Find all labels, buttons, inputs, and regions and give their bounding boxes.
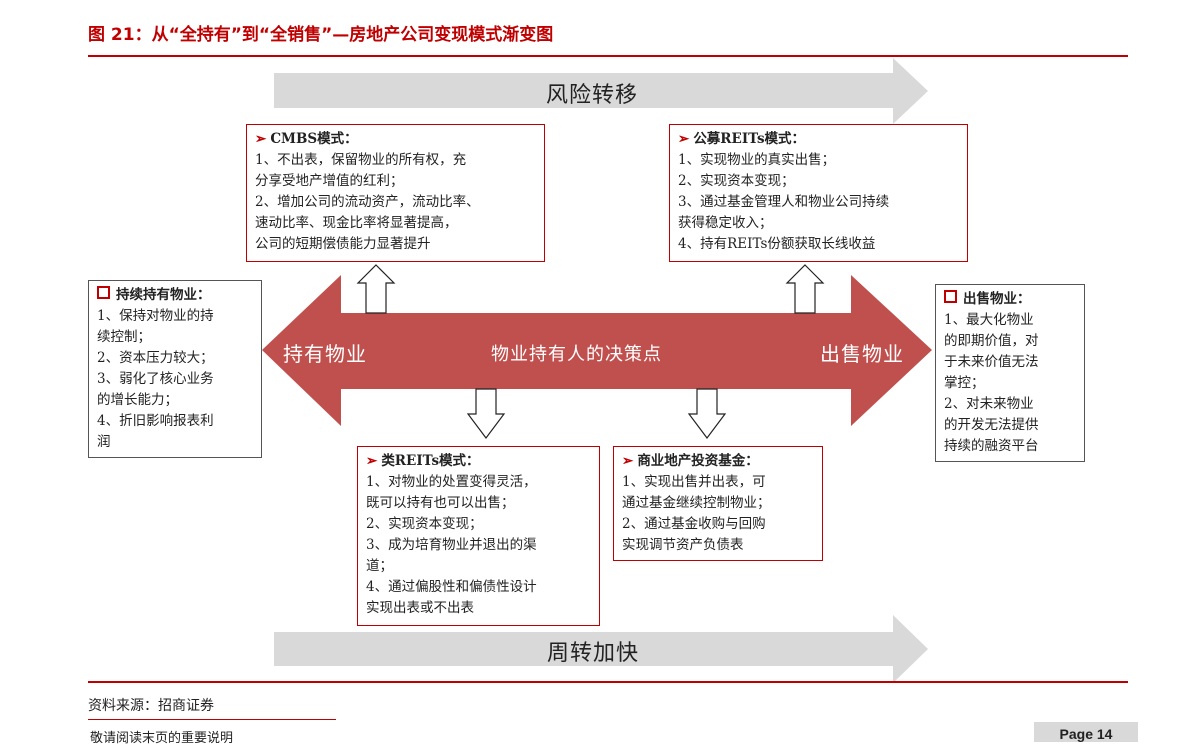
quasi-reits-line: 3、成为培育物业并退出的渠 <box>366 537 537 553</box>
cmbs-line: 1、不出表，保留物业的所有权，充 <box>255 152 467 168</box>
sell-line: 1、最大化物业 <box>944 312 1034 328</box>
arrow-right-label: 出售物业 <box>820 342 904 366</box>
square-bullet-icon <box>97 286 110 299</box>
sell-property-box: 出售物业： 1、最大化物业 的即期价值，对 于未来价值无法 掌控； 2、对未来物… <box>935 284 1085 462</box>
quasi-reits-line: 1、对物业的处置变得灵活， <box>366 474 537 490</box>
fund-line: 2、通过基金收购与回购 <box>622 516 766 532</box>
top-band-label: 风险转移 <box>546 83 639 108</box>
up-arrow-left <box>356 264 396 314</box>
public-reits-title-text: 公募REITs模式： <box>693 131 806 147</box>
public-reits-line: 1、实现物业的真实出售； <box>678 152 836 168</box>
public-reits-title: ➢公募REITs模式： <box>678 129 959 150</box>
page-number: Page 14 <box>1034 722 1138 742</box>
cmbs-title: ➢CMBS模式： <box>255 129 536 150</box>
fund-line: 实现调节资产负债表 <box>622 537 744 553</box>
public-reits-line: 2、实现资本变现； <box>678 173 795 189</box>
hold-title-text: 持续持有物业： <box>116 287 211 303</box>
hold-title: 持续持有物业： <box>97 285 253 306</box>
fund-box: ➢商业地产投资基金： 1、实现出售并出表，可 通过基金继续控制物业； 2、通过基… <box>613 446 823 561</box>
bottom-rule <box>88 681 1128 683</box>
sell-line: 的即期价值，对 <box>944 333 1039 349</box>
down-arrow-right <box>687 388 727 439</box>
cmbs-line: 公司的短期偿债能力显著提升 <box>255 236 431 252</box>
public-reits-line: 3、通过基金管理人和物业公司持续 <box>678 194 890 210</box>
cmbs-line: 分享受地产增值的红利； <box>255 173 404 189</box>
arrow-center-label: 物业持有人的决策点 <box>491 344 662 365</box>
hold-line: 4、折旧影响报表利 <box>97 413 214 429</box>
quasi-reits-title-text: 类REITs模式： <box>381 453 480 469</box>
arrowhead-bullet-icon: ➢ <box>678 131 690 147</box>
quasi-reits-line: 道； <box>366 558 393 574</box>
square-bullet-icon <box>944 290 957 303</box>
fund-line: 通过基金继续控制物业； <box>622 495 771 511</box>
footer-rule <box>88 719 336 720</box>
source-note: 资料来源：招商证券 <box>88 698 214 714</box>
arrow-left-label: 持有物业 <box>283 342 367 366</box>
quasi-reits-title: ➢类REITs模式： <box>366 451 591 472</box>
bottom-band-label: 周转加快 <box>547 641 640 666</box>
arrowhead-bullet-icon: ➢ <box>366 453 378 469</box>
hold-line: 续控制； <box>97 329 151 345</box>
cmbs-box: ➢CMBS模式： 1、不出表，保留物业的所有权，充 分享受地产增值的红利； 2、… <box>246 124 545 262</box>
public-reits-line: 4、持有REITs份额获取长线收益 <box>678 236 876 252</box>
sell-line: 持续的融资平台 <box>944 438 1039 454</box>
hold-line: 润 <box>97 434 111 450</box>
sell-line: 2、对未来物业 <box>944 396 1034 412</box>
hold-line: 的增长能力； <box>97 392 178 408</box>
quasi-reits-line: 实现出表或不出表 <box>366 600 474 616</box>
fund-title: ➢商业地产投资基金： <box>622 451 814 472</box>
arrowhead-bullet-icon: ➢ <box>255 131 267 147</box>
figure-title: 图 21：从“全持有”到“全销售”—房地产公司变现模式渐变图 <box>88 25 554 45</box>
quasi-reits-line: 既可以持有也可以出售； <box>366 495 515 511</box>
decision-double-arrow <box>262 275 932 426</box>
quasi-reits-line: 4、通过偏股性和偏债性设计 <box>366 579 537 595</box>
public-reits-box: ➢公募REITs模式： 1、实现物业的真实出售； 2、实现资本变现； 3、通过基… <box>669 124 968 262</box>
up-arrow-right <box>785 264 825 314</box>
quasi-reits-line: 2、实现资本变现； <box>366 516 483 532</box>
sell-line: 于未来价值无法 <box>944 354 1039 370</box>
hold-property-box: 持续持有物业： 1、保持对物业的持 续控制； 2、资本压力较大； 3、弱化了核心… <box>88 280 262 458</box>
quasi-reits-box: ➢类REITs模式： 1、对物业的处置变得灵活， 既可以持有也可以出售； 2、实… <box>357 446 600 626</box>
hold-line: 2、资本压力较大； <box>97 350 214 366</box>
top-band-arrow <box>274 58 928 124</box>
cmbs-title-text: CMBS模式： <box>270 131 358 147</box>
title-rule <box>88 55 1128 57</box>
down-arrow-left <box>466 388 506 439</box>
disclaimer-note: 敬请阅读末页的重要说明 <box>90 731 234 746</box>
sell-title: 出售物业： <box>944 289 1076 310</box>
public-reits-line: 获得稳定收入； <box>678 215 773 231</box>
sell-line: 的开发无法提供 <box>944 417 1039 433</box>
hold-line: 3、弱化了核心业务 <box>97 371 214 387</box>
hold-line: 1、保持对物业的持 <box>97 308 214 324</box>
sell-line: 掌控； <box>944 375 985 391</box>
bottom-band-arrow <box>274 615 928 683</box>
arrowhead-bullet-icon: ➢ <box>622 453 634 469</box>
cmbs-line: 2、增加公司的流动资产，流动比率、 <box>255 194 480 210</box>
fund-title-text: 商业地产投资基金： <box>637 453 759 469</box>
cmbs-line: 速动比率、现金比率将显著提高， <box>255 215 458 231</box>
sell-title-text: 出售物业： <box>963 291 1031 307</box>
fund-line: 1、实现出售并出表，可 <box>622 474 766 490</box>
